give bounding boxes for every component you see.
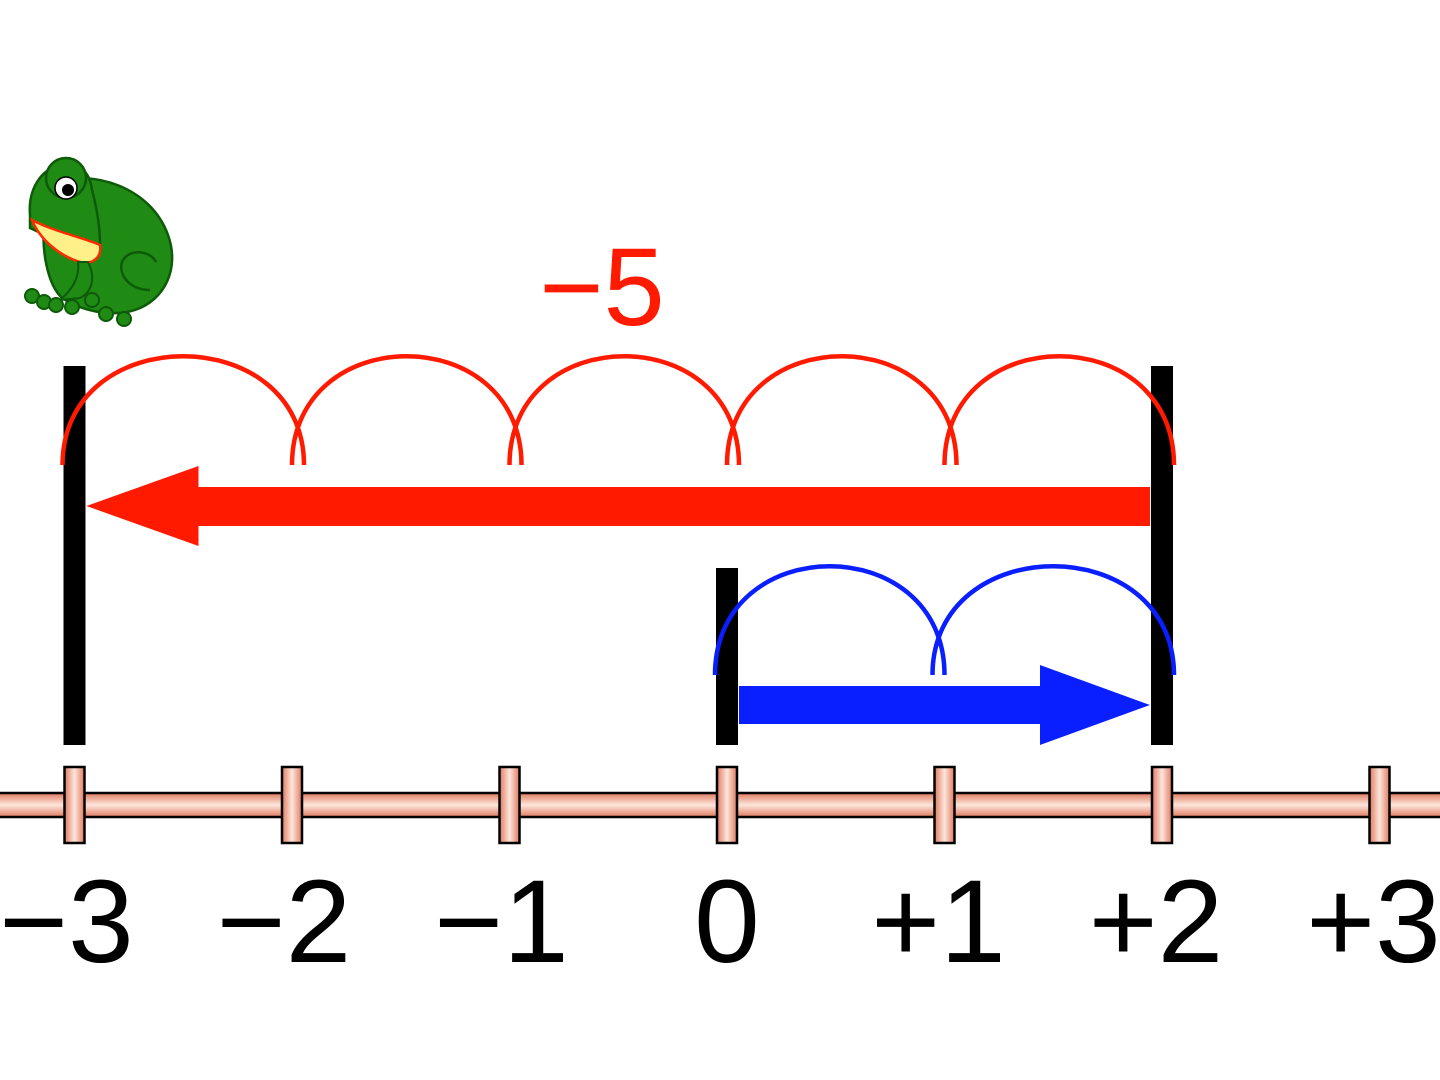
blue-jump-arc [712, 564, 947, 676]
tick-label: −2 [217, 856, 352, 988]
red-jump-arc [507, 354, 742, 466]
marker-neg3 [63, 366, 86, 745]
tick-mark [63, 765, 86, 845]
blue-jump-arrow [739, 665, 1150, 745]
red-jump-arc [60, 354, 307, 466]
tick-label: +3 [1306, 856, 1440, 988]
blue-jump-arc [930, 564, 1177, 676]
red-jump-label: −5 [539, 226, 664, 349]
tick-label: +1 [871, 856, 1006, 988]
tick-mark [715, 765, 739, 845]
tick-label: −3 [0, 856, 134, 988]
tick-mark [1150, 765, 1174, 845]
position-markers [63, 366, 1173, 745]
blue-jump-arcs [712, 564, 1177, 676]
tick-mark [498, 765, 521, 845]
tick-mark [1368, 765, 1391, 845]
red-jump-arcs [60, 354, 1177, 466]
marker-0 [716, 568, 738, 745]
number-line-labels: −3 −2 −1 0 +1 +2 +3 [0, 856, 1440, 988]
tick-label: −1 [434, 856, 569, 988]
jump-arrows [86, 466, 1150, 745]
red-jump-arc [724, 354, 959, 466]
number-line-ticks [63, 765, 1391, 845]
marker-2 [1151, 366, 1173, 745]
red-jump-arc [942, 354, 1177, 466]
tick-mark [280, 765, 304, 845]
tick-label: +2 [1089, 856, 1224, 988]
tick-mark [933, 765, 956, 845]
red-jump-arrow [86, 466, 1150, 546]
tick-label: 0 [694, 856, 760, 988]
red-jump-arc [289, 354, 524, 466]
frog-icon [24, 156, 174, 327]
